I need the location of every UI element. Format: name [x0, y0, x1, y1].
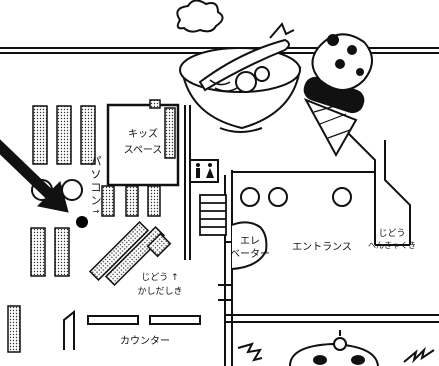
shelf [149, 99, 161, 109]
shelf [80, 105, 96, 165]
shelf [88, 220, 150, 282]
svg-text:じどう ↑: じどう ↑ [141, 272, 178, 283]
entrance-columns [240, 187, 352, 207]
elevator: エレ ベーター [230, 221, 270, 270]
ice-cream-cone-icon [303, 33, 373, 158]
shelf [125, 185, 139, 217]
svg-text:じどう: じどう [378, 228, 405, 239]
corridor-markings [218, 241, 232, 301]
restroom-icon [189, 159, 219, 183]
svg-text:パ: パ [91, 155, 102, 168]
current-location-dot [76, 216, 88, 228]
counter: カウンター [87, 315, 201, 347]
svg-text:ン: ン [91, 194, 102, 207]
auto-lending-machine: じどう ↑ かしだしき [137, 272, 182, 297]
lightning-icon [237, 342, 435, 364]
counter-label: カウンター [120, 335, 170, 347]
character-head-icon [289, 330, 379, 366]
kids-space-label-line2: スペース [124, 145, 163, 156]
shelf [30, 227, 46, 277]
shelf [7, 305, 21, 353]
kids-space-label-line1: キッズ [128, 127, 158, 140]
book-return-slot [63, 309, 75, 350]
large-pointer-arrow-icon [0, 139, 69, 213]
shelf [32, 105, 48, 165]
shelf [54, 227, 70, 277]
cloud-icon [176, 0, 224, 33]
shelf [56, 105, 72, 165]
staircase [199, 194, 227, 236]
tempura-udon-bowl-icon [179, 22, 302, 133]
shelf [104, 225, 166, 287]
svg-text:へんきゃくき: へんきゃくき [368, 241, 416, 250]
bookshelves [7, 99, 176, 353]
elevator-label-line2: ベーター [230, 248, 270, 260]
svg-text:コ: コ [91, 181, 102, 194]
elevator-label-line1: エレ [240, 236, 260, 247]
shelf [146, 232, 172, 258]
svg-text:かしだしき: かしだしき [137, 286, 182, 297]
shelf [164, 107, 176, 159]
entrance-label: エントランス [292, 241, 352, 253]
shelf [147, 185, 161, 217]
shelf [101, 185, 115, 217]
auto-return-machine: じどう へんきゃくき [368, 228, 416, 250]
pc-arrow: → [93, 207, 100, 216]
svg-text:ソ: ソ [91, 168, 102, 181]
pc-corner-label: パ ソ コ ン → [91, 155, 102, 216]
